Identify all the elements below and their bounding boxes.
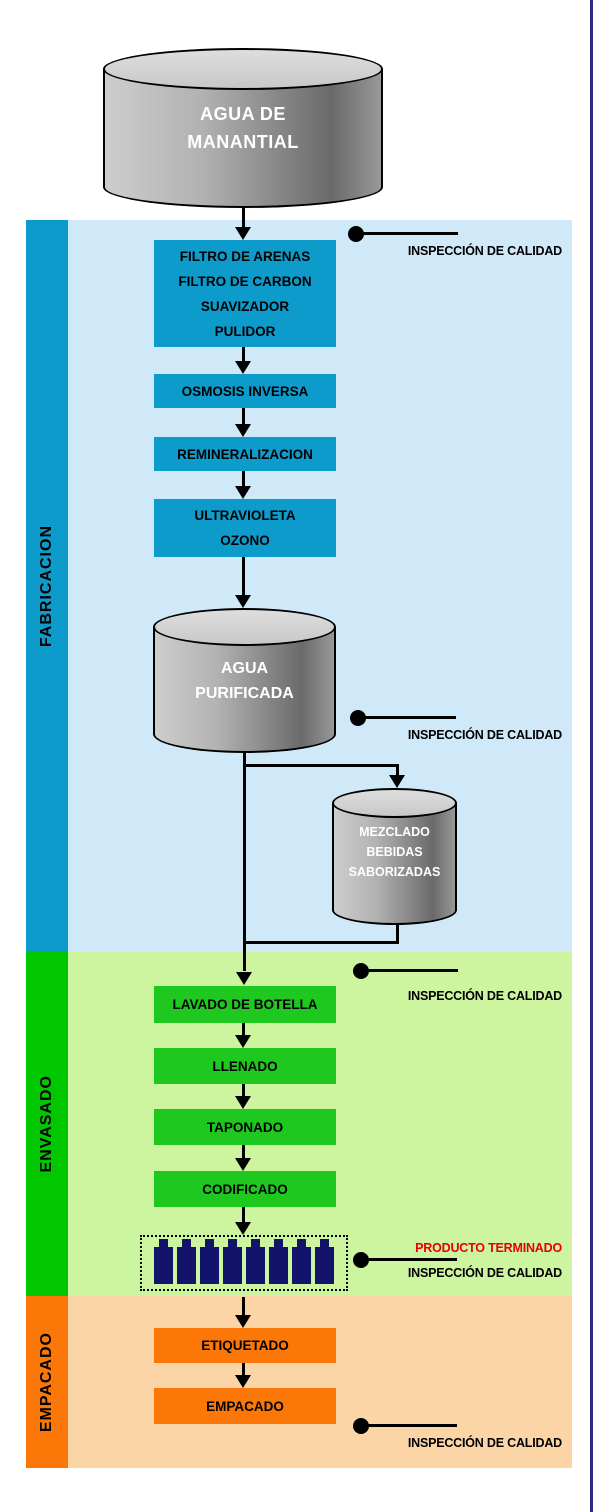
arrow-down-icon — [235, 1023, 251, 1048]
section-label-envasado: ENVASADO — [38, 1075, 55, 1173]
arrow-down-icon — [235, 1363, 251, 1388]
section-label-empacado: EMPACADO — [38, 1331, 55, 1433]
bottle-icon — [246, 1239, 265, 1284]
arrow-down-icon — [235, 347, 251, 374]
node-osmosis-inversa: OSMOSIS INVERSA — [154, 374, 336, 408]
inspection-label-3: INSPECCIÓN DE CALIDAD — [407, 989, 562, 1003]
arrow-down-icon — [235, 557, 251, 608]
label-line: AGUA — [220, 660, 269, 677]
label-line: SABORIZADAS — [348, 865, 441, 879]
bottle-icon — [154, 1239, 173, 1284]
label-line: MANANTIAL — [187, 132, 299, 152]
node-llenado: LLENADO — [154, 1048, 336, 1084]
inspection-label-4: INSPECCIÓN DE CALIDAD — [407, 1266, 562, 1280]
connector-line — [243, 764, 399, 767]
node-lavado-de-botella: LAVADO DE BOTELLA — [154, 986, 336, 1023]
node-label: AGUA DE MANANTIAL — [103, 100, 383, 156]
bottle-icon — [200, 1239, 219, 1284]
section-strip-fabricacion: FABRICACION — [26, 220, 68, 952]
arrow-down-icon — [235, 471, 251, 499]
bottle-icon — [177, 1239, 196, 1284]
connector-line — [243, 753, 246, 971]
arrow-down-icon — [235, 1207, 251, 1235]
arrow-down-icon — [235, 408, 251, 437]
cylinder-top — [103, 48, 383, 90]
cylinder-top — [153, 608, 336, 646]
label-line: FILTRO DE ARENAS — [179, 248, 311, 264]
section-strip-empacado: EMPACADO — [26, 1296, 68, 1468]
node-codificado: CODIFICADO — [154, 1171, 336, 1207]
arrow-down-icon — [235, 1145, 251, 1171]
node-label: AGUA PURIFICADA — [153, 656, 336, 706]
node-agua-de-manantial: AGUA DE MANANTIAL — [103, 48, 383, 208]
node-taponado: TAPONADO — [154, 1109, 336, 1145]
inspection-line — [361, 1258, 457, 1261]
bottle-icon — [315, 1239, 334, 1284]
label-line: PULIDOR — [214, 323, 276, 339]
connector-line — [243, 941, 399, 944]
inspection-line — [356, 232, 458, 235]
node-empacado: EMPACADO — [154, 1388, 336, 1424]
node-producto-terminado — [140, 1235, 348, 1291]
bottle-icon — [223, 1239, 242, 1284]
arrow-down-icon — [389, 766, 405, 788]
inspection-line — [361, 969, 458, 972]
page-right-border — [590, 0, 593, 1512]
node-label: MEZCLADO BEBIDAS SABORIZADAS — [332, 822, 457, 882]
inspection-line — [361, 1424, 457, 1427]
section-bg-empacado — [68, 1296, 572, 1468]
producto-terminado-label: PRODUCTO TERMINADO — [415, 1241, 562, 1255]
bottle-icon — [269, 1239, 288, 1284]
cylinder-body — [332, 803, 457, 925]
label-line: SUAVIZADOR — [200, 298, 290, 314]
label-line: BEBIDAS — [366, 845, 423, 859]
section-label-fabricacion: FABRICACION — [38, 524, 55, 648]
node-agua-purificada: AGUA PURIFICADA — [153, 608, 336, 753]
inspection-label-1: INSPECCIÓN DE CALIDAD — [407, 244, 562, 258]
arrow-down-icon — [235, 206, 251, 240]
node-mezclado-bebidas-saborizadas: MEZCLADO BEBIDAS SABORIZADAS — [332, 788, 457, 925]
arrow-down-icon — [236, 920, 252, 985]
label-line: PURIFICADA — [195, 685, 294, 702]
inspection-label-5: INSPECCIÓN DE CALIDAD — [407, 1436, 562, 1450]
cylinder-body — [153, 627, 336, 753]
node-ultravioleta-ozono: ULTRAVIOLETA OZONO — [154, 499, 336, 557]
bottle-icon — [292, 1239, 311, 1284]
label-line: OZONO — [220, 533, 270, 548]
cylinder-top — [332, 788, 457, 818]
label-line: FILTRO DE CARBON — [178, 273, 312, 289]
section-strip-envasado: ENVASADO — [26, 952, 68, 1296]
node-remineralizacion: REMINERALIZACION — [154, 437, 336, 471]
node-etiquetado: ETIQUETADO — [154, 1328, 336, 1363]
inspection-label-2: INSPECCIÓN DE CALIDAD — [407, 728, 562, 742]
label-line: AGUA DE — [200, 104, 286, 124]
arrow-down-icon — [235, 1084, 251, 1109]
connector-line — [396, 925, 399, 944]
inspection-line — [358, 716, 456, 719]
label-line: MEZCLADO — [359, 825, 430, 839]
arrow-down-icon — [235, 1297, 251, 1328]
label-line: ULTRAVIOLETA — [194, 508, 296, 523]
node-filtros: FILTRO DE ARENAS FILTRO DE CARBON SUAVIZ… — [154, 240, 336, 347]
